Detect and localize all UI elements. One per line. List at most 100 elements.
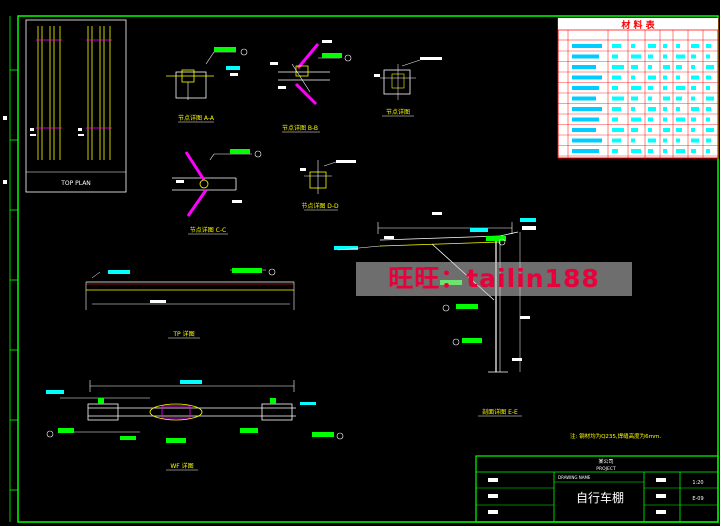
table-cell-mark xyxy=(691,65,695,69)
table-cell-mark xyxy=(648,96,652,101)
material-table-title: 材 料 表 xyxy=(620,19,655,31)
section-view-drawing xyxy=(334,212,536,373)
table-cell-mark xyxy=(706,96,714,101)
table-cell-mark xyxy=(572,65,596,69)
table-cell-mark xyxy=(691,128,695,132)
table-cell-mark xyxy=(612,149,618,153)
plan-dimension-marks xyxy=(30,128,84,136)
table-cell-mark xyxy=(706,107,711,111)
outer-frame xyxy=(17,15,719,523)
table-cell-mark xyxy=(706,65,714,69)
table-cell-mark xyxy=(706,138,711,143)
table-cell-mark xyxy=(691,54,696,59)
detail-c-drawing xyxy=(172,149,262,217)
detail-small-drawing xyxy=(374,57,442,100)
table-cell-mark xyxy=(706,128,714,132)
table-cell-mark xyxy=(612,117,618,122)
table-cell-mark xyxy=(648,54,653,59)
table-cell-mark xyxy=(663,75,667,80)
table-cell-mark xyxy=(572,54,599,59)
detail-d-label: 节点详图 D-D xyxy=(301,202,339,210)
table-cell-mark xyxy=(706,54,710,59)
plan-panel xyxy=(25,19,127,193)
table-cell-mark xyxy=(676,86,685,90)
table-cell-mark xyxy=(663,107,667,111)
title-drawing-no: E-09 xyxy=(692,496,703,502)
table-cell-mark xyxy=(691,96,695,101)
table-cell-mark xyxy=(631,54,641,59)
table-cell-mark xyxy=(676,65,682,69)
table-cell-mark xyxy=(648,128,652,132)
table-cell-mark xyxy=(612,107,621,111)
table-cell-mark xyxy=(612,44,621,48)
plan-column-left xyxy=(36,26,62,160)
table-cell-mark xyxy=(691,86,696,90)
detail-a-label: 节点详图 A-A xyxy=(178,114,215,122)
title-block-frame xyxy=(475,455,719,523)
table-cell-mark xyxy=(648,65,652,69)
table-cell-mark xyxy=(648,149,653,153)
table-cell-mark xyxy=(612,65,624,69)
table-cell-mark xyxy=(676,117,685,122)
table-cell-mark xyxy=(706,149,710,153)
table-cell-mark xyxy=(572,117,599,122)
table-cell-mark xyxy=(572,75,602,80)
detail-a-drawing xyxy=(166,47,248,100)
table-cell-mark xyxy=(706,75,711,80)
table-cell-mark xyxy=(631,128,638,132)
table-cell-mark xyxy=(691,44,699,48)
title-scale: 1:20 xyxy=(692,480,703,486)
table-cell-mark xyxy=(631,107,635,111)
table-cell-mark xyxy=(572,86,599,90)
table-cell-mark xyxy=(572,107,602,111)
table-cell-mark xyxy=(612,138,621,143)
table-cell-mark xyxy=(676,128,682,132)
detail-b-drawing xyxy=(270,40,352,106)
table-cell-mark xyxy=(648,86,653,90)
table-cell-mark xyxy=(691,149,696,153)
table-cell-mark xyxy=(572,44,602,48)
table-cell-mark xyxy=(691,75,699,80)
table-cell-mark xyxy=(631,149,641,153)
detail-small-label: 节点详图 xyxy=(386,108,410,116)
table-cell-mark xyxy=(663,54,667,59)
table-cell-mark xyxy=(663,96,670,101)
title-company: 某公司 xyxy=(598,459,613,465)
table-cell-mark xyxy=(663,117,667,122)
wf-detail-label: WF 详图 xyxy=(170,462,193,470)
table-cell-mark xyxy=(663,138,667,143)
frame-edge-marks xyxy=(3,116,7,184)
table-cell-mark xyxy=(663,86,667,90)
table-cell-mark xyxy=(631,138,635,143)
table-cell-mark xyxy=(691,117,696,122)
material-table xyxy=(557,17,719,159)
tp-detail-label: TP 详图 xyxy=(172,330,194,338)
table-cell-mark xyxy=(612,54,618,59)
plan-label: TOP PLAN xyxy=(60,180,91,187)
table-cell-mark xyxy=(648,117,653,122)
table-cell-mark xyxy=(691,107,699,111)
table-cell-mark xyxy=(631,96,638,101)
table-cell-mark xyxy=(631,65,638,69)
detail-d-drawing xyxy=(300,160,356,194)
table-cell-mark xyxy=(676,54,685,59)
tp-beam-drawing xyxy=(85,268,295,310)
table-cell-mark xyxy=(676,138,680,143)
detail-c-label: 节点详图 C-C xyxy=(190,226,226,234)
table-cell-mark xyxy=(676,107,680,111)
frame-edge-ticks xyxy=(10,69,18,491)
section-view-label: 剖面详图 E-E xyxy=(482,408,518,416)
title-drawing-title: 自行车棚 xyxy=(576,490,624,505)
table-cell-mark xyxy=(648,107,656,111)
plan-column-right xyxy=(86,26,112,160)
table-cell-mark xyxy=(572,96,596,101)
table-cell-mark xyxy=(612,96,624,101)
table-cell-mark xyxy=(663,65,670,69)
general-note: 注: 钢材均为Q235,焊缝高度为6mm. xyxy=(570,432,661,440)
title-company-en: PROJECT xyxy=(596,466,616,472)
watermark-banner: 旺旺：tailin188 xyxy=(356,262,632,296)
table-cell-mark xyxy=(676,75,680,80)
table-cell-mark xyxy=(631,75,635,80)
detail-b-label: 节点详图 B-B xyxy=(282,124,318,132)
